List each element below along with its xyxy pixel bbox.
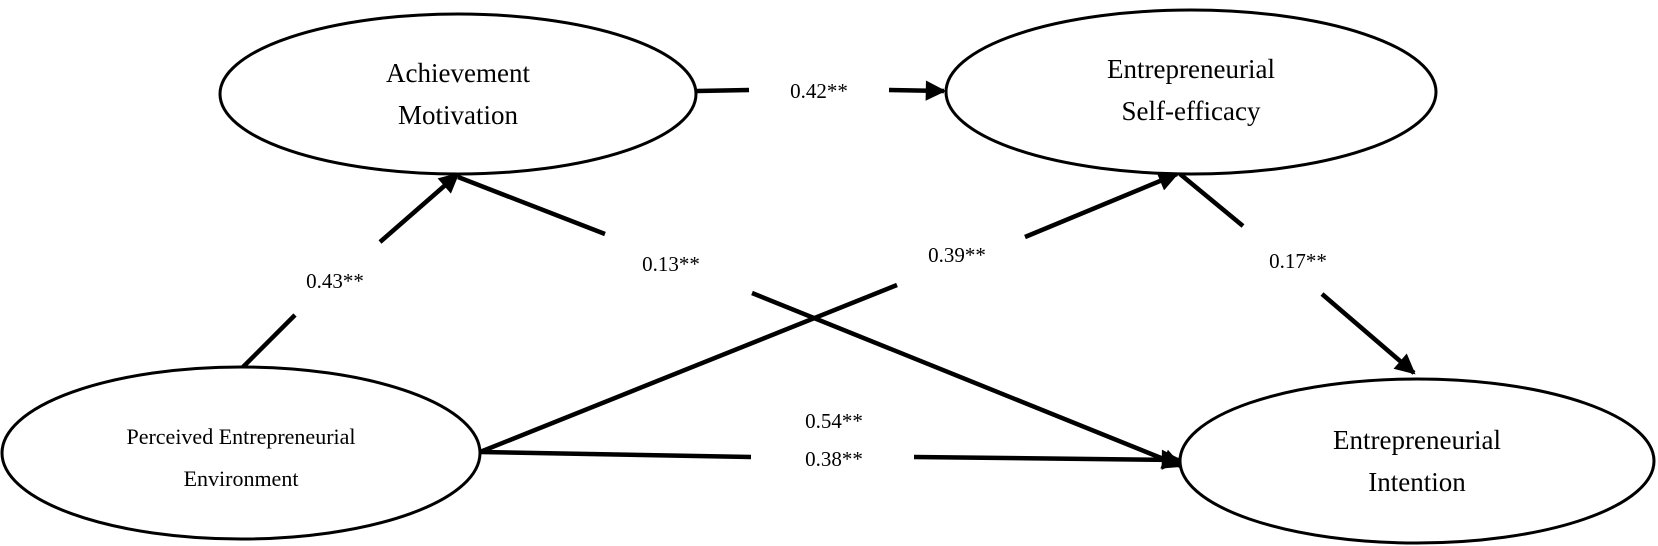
coef-ese-to-ei: 0.17** — [1269, 249, 1327, 273]
edge-pee-to-ese-head — [1024, 171, 1179, 240]
node-perceived-entrepreneurial-environment-label-line2: Environment — [184, 466, 299, 491]
edge-ese-to-ei-head — [1320, 292, 1416, 375]
coef-pee-to-ei-direct: 0.38** — [805, 447, 863, 471]
node-entrepreneurial-intention: Entrepreneurial Intention — [1178, 377, 1656, 545]
edge-am-to-ese-head — [888, 80, 947, 101]
edges — [241, 80, 1416, 470]
node-perceived-entrepreneurial-environment: Perceived Entrepreneurial Environment — [0, 365, 482, 541]
path-coefficients: 0.43** 0.42** 0.13** 0.39** 0.17** 0.54*… — [306, 79, 1327, 471]
edge-pee-to-am-head — [378, 172, 460, 244]
coef-pee-to-am: 0.43** — [306, 269, 364, 293]
node-entrepreneurial-intention-label-line2: Intention — [1368, 467, 1466, 497]
edge-pee-to-ei — [479, 449, 752, 460]
edge-ese-to-ei — [1178, 172, 1245, 228]
edge-pee-to-ese — [479, 282, 898, 455]
node-entrepreneurial-self-efficacy: Entrepreneurial Self-efficacy — [944, 8, 1438, 176]
edge-pee-to-ei-head — [913, 449, 1183, 470]
edge-am-to-ei — [457, 174, 606, 237]
coef-am-to-ei: 0.13** — [642, 252, 700, 276]
node-perceived-entrepreneurial-environment-shape — [0, 365, 482, 541]
coef-am-to-ese: 0.42** — [790, 79, 848, 103]
node-achievement-motivation: Achievement Motivation — [218, 12, 698, 176]
node-entrepreneurial-self-efficacy-shape — [944, 8, 1438, 176]
node-achievement-motivation-shape — [218, 12, 698, 176]
node-achievement-motivation-label-line1: Achievement — [386, 58, 530, 88]
node-entrepreneurial-self-efficacy-label-line2: Self-efficacy — [1122, 96, 1261, 126]
coef-pee-to-ei-total: 0.54** — [805, 409, 863, 433]
node-perceived-entrepreneurial-environment-label-line1: Perceived Entrepreneurial — [126, 424, 355, 449]
node-achievement-motivation-label-line2: Motivation — [398, 100, 518, 130]
edge-am-to-ei-head — [751, 290, 1183, 469]
edge-pee-to-am — [241, 313, 297, 369]
node-entrepreneurial-intention-label-line1: Entrepreneurial — [1333, 425, 1501, 455]
coef-pee-to-ese: 0.39** — [928, 243, 986, 267]
node-entrepreneurial-self-efficacy-label-line1: Entrepreneurial — [1107, 54, 1275, 84]
node-entrepreneurial-intention-shape — [1178, 377, 1656, 545]
edge-am-to-ese — [696, 87, 750, 94]
